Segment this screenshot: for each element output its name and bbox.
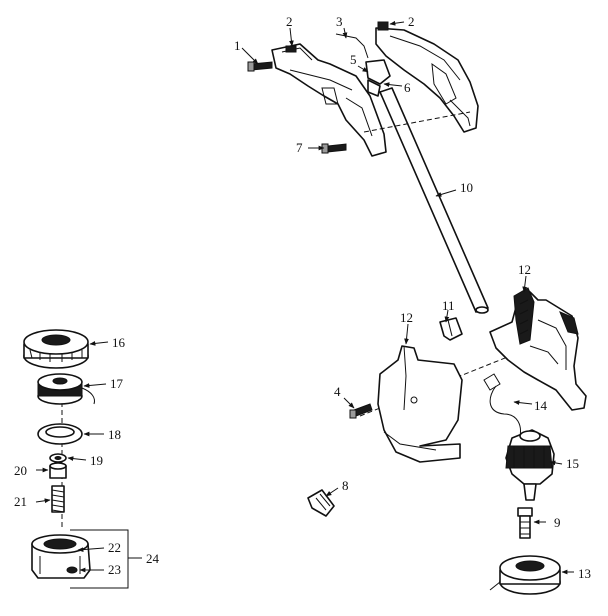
spool-with-line-17 <box>37 373 95 405</box>
callout-15: 15 <box>566 456 579 471</box>
callout-8: 8 <box>342 478 349 493</box>
spring-21 <box>51 485 65 513</box>
callout-12b: 12 <box>400 310 413 325</box>
callout-2b: 2 <box>408 14 415 29</box>
bracket-8 <box>307 489 335 517</box>
washer-19 <box>49 453 67 463</box>
callout-16: 16 <box>112 335 126 350</box>
wire-lead-14 <box>483 373 521 437</box>
callout-9: 9 <box>554 515 561 530</box>
guard-12 <box>377 345 463 463</box>
callout-14: 14 <box>534 398 548 413</box>
screw-1 <box>247 61 273 72</box>
callout-17: 17 <box>110 376 124 391</box>
callout-2a: 2 <box>286 14 293 29</box>
nut-20 <box>49 462 67 479</box>
motor-15 <box>505 429 555 501</box>
motor-housing-12 <box>489 287 587 411</box>
leader-lines <box>35 20 574 589</box>
button-23 <box>66 566 78 574</box>
callout-21: 21 <box>14 494 27 509</box>
callout-18: 18 <box>108 427 121 442</box>
callout-6: 6 <box>404 80 411 95</box>
spool-cap-16 <box>23 329 89 369</box>
ring-18 <box>37 423 83 445</box>
callout-4: 4 <box>334 384 341 399</box>
callout-19: 19 <box>90 453 103 468</box>
callout-11: 11 <box>442 298 455 313</box>
callout-3: 3 <box>336 14 343 29</box>
clip-11 <box>439 317 463 341</box>
callout-22: 22 <box>108 540 121 555</box>
callout-13: 13 <box>578 566 591 581</box>
callout-12a: 12 <box>518 262 531 277</box>
screw-7 <box>321 143 347 154</box>
callout-1: 1 <box>234 38 241 53</box>
callout-23: 23 <box>108 562 121 577</box>
callout-24: 24 <box>146 551 160 566</box>
spool-housing-22 <box>31 534 91 579</box>
callout-labels: 1 2 3 2 5 6 7 10 12 11 12 4 14 15 8 9 13… <box>14 14 591 581</box>
callout-10: 10 <box>460 180 473 195</box>
spool-assembly-13 <box>489 555 561 595</box>
handle-left-half <box>271 43 387 157</box>
bolt-9 <box>517 507 533 539</box>
callout-5: 5 <box>350 52 357 67</box>
shaft-tube <box>379 87 489 314</box>
callout-7: 7 <box>296 140 303 155</box>
callout-20: 20 <box>14 463 27 478</box>
screw-4 <box>349 403 373 419</box>
handle-right-half <box>375 21 479 133</box>
